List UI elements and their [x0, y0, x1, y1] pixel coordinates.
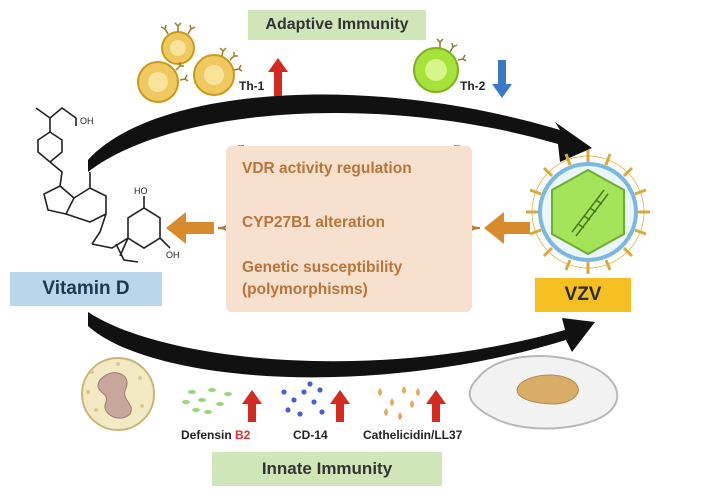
top-cycle-arrow [88, 94, 592, 172]
mechanism-genetic: Genetic susceptibility [242, 259, 403, 276]
vzv-virus [526, 150, 650, 274]
structure-oh-top: OH [80, 116, 94, 126]
innate-immunity-title: Innate Immunity [212, 452, 442, 486]
th1-up-arrow [268, 58, 288, 96]
th2-cell [413, 38, 467, 93]
mechanism-vdr: VDR activity regulation [242, 160, 412, 177]
defensin-label-suffix: B2 [235, 428, 251, 442]
mechanism-polymorphisms: (polymorphisms) [242, 281, 368, 298]
defensin-up-arrow [242, 390, 262, 422]
cathelicidin-drops [378, 386, 420, 420]
structure-oh-bottom: OH [166, 250, 180, 260]
mechanism-cyp27b1: CYP27B1 alteration [242, 214, 385, 231]
cd14-dots [281, 381, 325, 417]
defensin-label-prefix: Defensin [181, 428, 236, 442]
cathelicidin-label: Cathelicidin/LL37 [363, 428, 463, 442]
mechanism-panel [226, 146, 472, 312]
vzv-label: VZV [535, 278, 631, 312]
defensin-dots [182, 388, 232, 414]
bottom-cycle-arrow [88, 312, 595, 378]
innate-cell-right [468, 355, 619, 430]
cathelicidin-up-arrow [426, 390, 446, 422]
vitamin-d-label: Vitamin D [10, 272, 162, 306]
vitamin-d-structure [35, 106, 171, 263]
th2-label: Th-2 [460, 79, 486, 93]
adaptive-immunity-title: Adaptive Immunity [248, 10, 426, 40]
innate-cell-left [81, 357, 155, 431]
orange-arrow-left [166, 212, 214, 244]
th2-down-arrow [492, 60, 512, 98]
th1-cell-group [137, 22, 243, 103]
th1-label: Th-1 [239, 79, 265, 93]
cd14-up-arrow [330, 390, 350, 422]
structure-ho-mid: HO [134, 186, 148, 196]
cd14-label: CD-14 [293, 428, 328, 442]
defensin-label: Defensin B2 [181, 428, 250, 442]
orange-arrow-right [484, 212, 530, 244]
